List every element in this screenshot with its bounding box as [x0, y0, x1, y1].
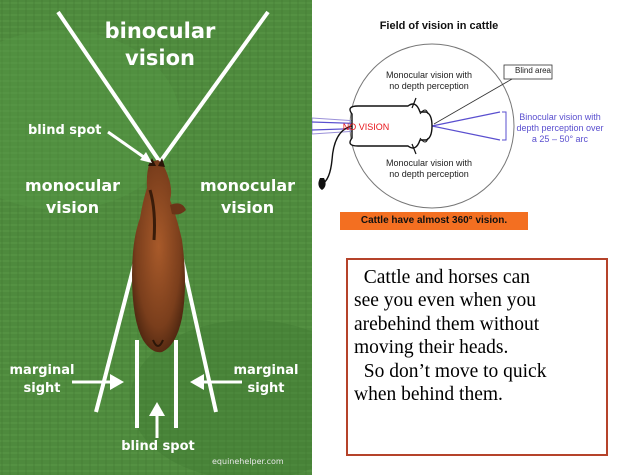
horse-vision-graphic	[0, 0, 312, 475]
horse-top-view	[132, 158, 186, 353]
cow-top-view	[318, 97, 433, 190]
diagram-title: Field of vision in cattle	[379, 20, 499, 32]
binocular-line-top	[431, 111, 501, 127]
monocular-bottom-label: Monocular vision with no depth perceptio…	[385, 158, 473, 179]
marginal-arrow-left	[72, 374, 124, 390]
monocular-vision-right-label: monocular vision	[199, 176, 296, 217]
monocular-vision-left-label: monocular vision	[24, 176, 121, 217]
watermark: equinehelper.com	[212, 457, 284, 466]
blind-area-label: Blind area	[514, 66, 552, 75]
marginal-line-right	[178, 249, 218, 413]
vision-banner: Cattle have almost 360° vision.	[340, 212, 528, 230]
binocular-line-left	[56, 10, 162, 164]
no-vision-label: NO VISION	[342, 122, 390, 132]
blind-spot-top-label: blind spot	[28, 123, 102, 138]
binocular-vision-label: Binocular vision with depth perception o…	[516, 112, 604, 144]
blind-spot-bottom-label: blind spot	[121, 439, 195, 454]
cow-tail	[321, 125, 353, 185]
marginal-sight-left-label: marginal sight	[9, 363, 75, 396]
blind-area-pointer	[433, 78, 513, 125]
horse-vision-panel: binocular vision blind spot monocular vi…	[0, 0, 312, 475]
blind-spot-top-arrow	[107, 130, 149, 162]
monocular-top-label: Monocular vision with no depth perceptio…	[385, 70, 473, 91]
marginal-line-left	[94, 249, 140, 413]
cattle-vision-graphic	[312, 43, 553, 209]
binocular-vision-label: binocular vision	[104, 19, 216, 71]
blind-spot-bottom-arrow	[149, 402, 165, 438]
binocular-line-bottom	[431, 125, 501, 141]
blind-area-box	[503, 64, 553, 80]
note-box: Cattle and horses can see you even when …	[346, 258, 608, 456]
marginal-arrow-right	[190, 374, 242, 390]
cattle-vision-diagram: Field of vision in cattle Monocular visi…	[312, 0, 620, 240]
marginal-sight-right-label: marginal sight	[233, 363, 299, 396]
binocular-line-right	[158, 10, 270, 164]
note-text: Cattle and horses can see you even when …	[354, 267, 547, 405]
